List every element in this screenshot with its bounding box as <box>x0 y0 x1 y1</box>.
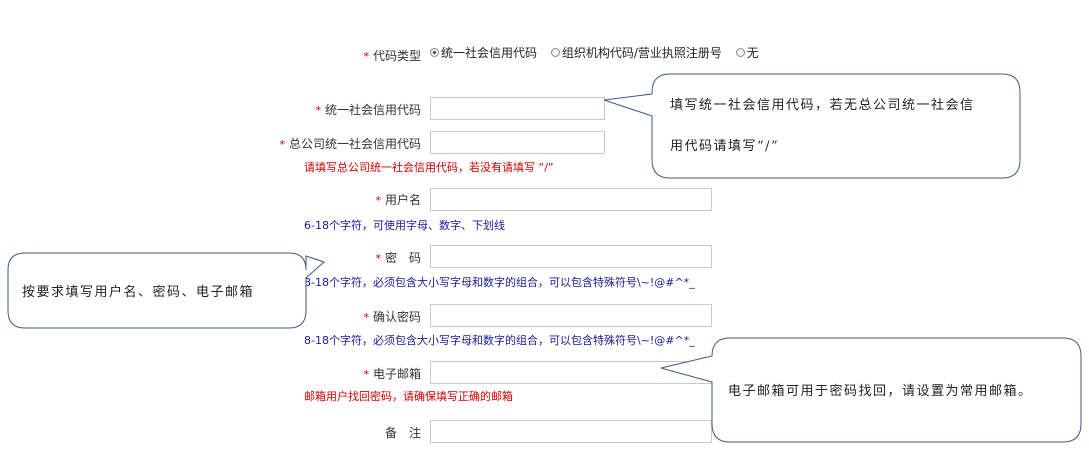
required-star: * <box>375 194 381 207</box>
required-star: * <box>315 104 321 117</box>
radio-button[interactable] <box>430 48 439 57</box>
hq-credit-code-label: *总公司统一社会信用代码 <box>279 137 421 151</box>
email-hint: 邮箱用户找回密码，请确保填写正确的邮箱 <box>304 390 513 403</box>
code-type-radio-group: 统一社会信用代码 组织机构代码/营业执照注册号 无 <box>430 44 769 60</box>
hq-credit-code-input[interactable] <box>430 131 605 154</box>
password-hint: 8-18个字符，必须包含大小写字母和数字的组合，可以包含特殊符号\~!@#^*_ <box>304 276 695 289</box>
email-label: *电子邮箱 <box>363 367 421 381</box>
remark-label: 备 注 <box>384 426 421 440</box>
code-type-label: *代码类型 <box>363 49 421 63</box>
radio-button[interactable] <box>550 48 560 57</box>
credit-code-input[interactable] <box>430 97 605 120</box>
required-star: * <box>279 138 285 151</box>
credit-code-callout-line2: 用代码请填写“/” <box>670 139 780 154</box>
credit-code-label: *统一社会信用代码 <box>315 103 421 117</box>
email-input[interactable] <box>430 361 712 384</box>
required-star: * <box>363 368 369 381</box>
required-star: * <box>375 252 381 265</box>
confirm-password-hint: 8-18个字符，必须包含大小写字母和数字的组合，可以包含特殊符号\~!@#^*_ <box>304 334 695 347</box>
username-input[interactable] <box>430 188 712 211</box>
password-label: *密 码 <box>375 251 421 265</box>
confirm-password-label: *确认密码 <box>363 310 421 324</box>
radio-button[interactable] <box>735 48 745 57</box>
radio-option-none[interactable]: 无 <box>735 44 759 61</box>
required-star: * <box>363 50 369 63</box>
required-star: * <box>363 311 369 324</box>
credit-code-callout-line1: 填写统一社会信用代码，若无总公司统一社会信 <box>670 98 975 113</box>
email-callout-text: 电子邮箱可用于密码找回，请设置为常用邮箱。 <box>728 384 1033 399</box>
account-callout-text: 按要求填写用户名、密码、电子邮箱 <box>22 285 255 300</box>
confirm-password-input[interactable] <box>430 304 712 327</box>
password-input[interactable] <box>430 245 712 268</box>
credit-code-callout-shape <box>603 73 1021 179</box>
radio-option-org-code[interactable]: 组织机构代码/营业执照注册号 <box>550 44 722 61</box>
username-hint: 6-18个字符，可使用字母、数字、下划线 <box>304 219 505 232</box>
remark-input[interactable] <box>430 420 712 443</box>
hq-credit-code-hint: 请填写总公司统一社会信用代码，若没有请填写 “/” <box>304 161 554 174</box>
username-label: *用户名 <box>375 193 421 207</box>
radio-option-credit-code[interactable]: 统一社会信用代码 <box>430 44 537 61</box>
